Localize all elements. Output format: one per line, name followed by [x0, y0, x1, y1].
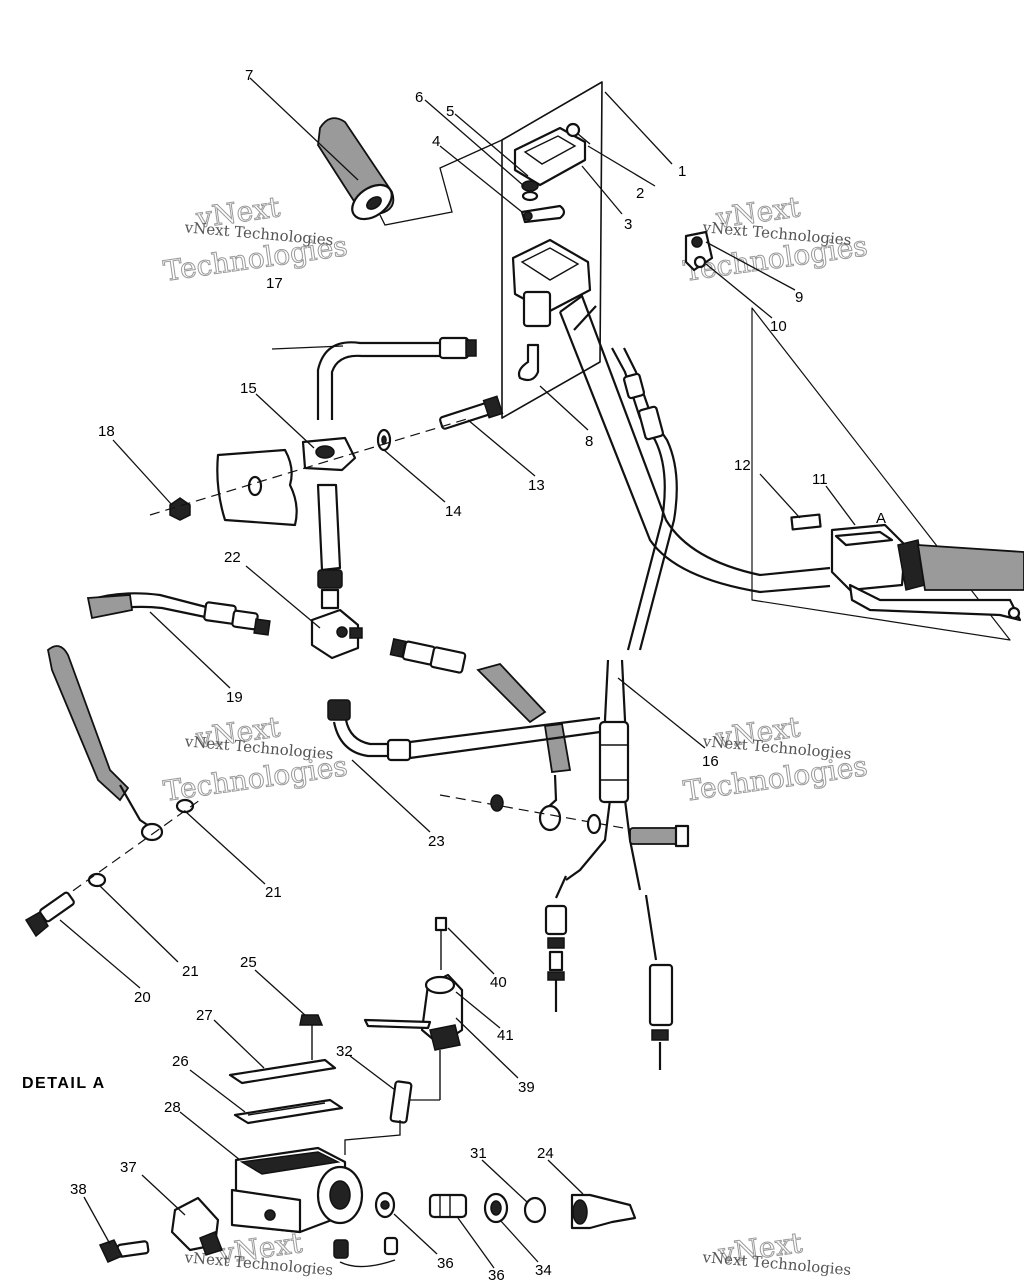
callout-14: 14: [445, 503, 462, 520]
callout-5: 5: [446, 103, 454, 120]
brake-hose-lower: [327, 699, 601, 762]
callout-17: 17: [266, 275, 283, 292]
brake-hose-left: [86, 592, 271, 636]
throttle-cable: [565, 347, 678, 891]
callout-21-lower: 21: [182, 963, 199, 980]
callout-7: 7: [245, 67, 253, 84]
callout-28: 28: [164, 1099, 181, 1116]
brake-tee-fitting: [310, 608, 363, 660]
brake-hose-upper: [316, 336, 477, 420]
detail-a-marker: A: [876, 510, 886, 527]
callout-12: 12: [734, 457, 751, 474]
detail-a-assembly: [98, 916, 637, 1268]
brake-hose-right: [389, 638, 572, 832]
hose-bracket: [216, 436, 357, 610]
callout-25: 25: [240, 954, 257, 971]
callout-4: 4: [432, 133, 440, 150]
split-hardware: [439, 794, 691, 848]
cable-ends: [544, 875, 674, 1070]
callout-40: 40: [490, 974, 507, 991]
callout-31: 31: [470, 1145, 487, 1162]
leader-lines: [59, 77, 856, 1269]
callout-18: 18: [98, 423, 115, 440]
callout-9: 9: [795, 289, 803, 306]
callout-8: 8: [585, 433, 593, 450]
callout-41: 41: [497, 1027, 514, 1044]
detail-a-label: DETAIL A: [22, 1075, 106, 1092]
throttle-housing-assembly: [501, 81, 714, 419]
callout-23: 23: [428, 833, 445, 850]
callout-3: 3: [624, 216, 632, 233]
callout-38: 38: [70, 1181, 87, 1198]
callout-37: 37: [120, 1159, 137, 1176]
mount-hardware: [149, 395, 504, 521]
callout-32: 32: [336, 1043, 353, 1060]
callout-11: 11: [812, 471, 828, 488]
brake-master-cylinder: [751, 307, 1024, 641]
callout-39: 39: [518, 1079, 535, 1096]
callout-19: 19: [226, 689, 243, 706]
callout-16: 16: [702, 753, 719, 770]
callout-6: 6: [415, 89, 423, 106]
callout-21-upper: 21: [265, 884, 282, 901]
callout-26: 26: [172, 1053, 189, 1070]
callout-22: 22: [224, 549, 241, 566]
callout-20: 20: [134, 989, 151, 1006]
callout-34: 36: [488, 1267, 505, 1280]
brake-hose-caliper: [24, 645, 201, 938]
callout-2: 2: [636, 185, 644, 202]
callout-27: 27: [196, 1007, 213, 1024]
callout-10: 10: [770, 318, 787, 335]
callout-24: 24: [537, 1145, 554, 1162]
callout-36: 36: [437, 1255, 454, 1272]
callout-13: 13: [528, 477, 545, 494]
callout-labels: 7 6 5 4 1 2 3 9 10 8 17 15 18 13 14 12 1…: [22, 67, 828, 1280]
callout-1: 1: [678, 163, 686, 180]
hand-grip: [317, 117, 503, 226]
callout-15: 15: [240, 380, 257, 397]
callout-33: 34: [535, 1262, 552, 1279]
